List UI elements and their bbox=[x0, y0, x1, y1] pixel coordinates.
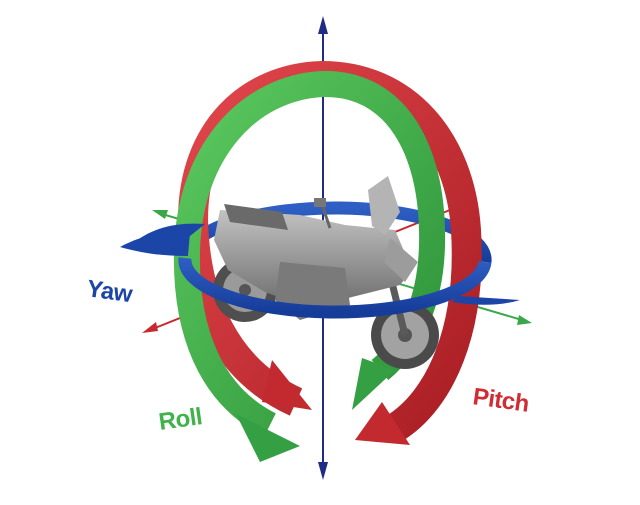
pitch-arrow-head-icon bbox=[355, 402, 410, 445]
roll-axis-arrow-icon bbox=[517, 315, 532, 325]
roll-arrow-head-icon bbox=[352, 358, 395, 410]
axis-up-arrow-icon bbox=[318, 16, 328, 34]
yaw-ring-front bbox=[120, 223, 520, 319]
roll-arrow-head-icon bbox=[236, 414, 300, 462]
roll-ring bbox=[173, 70, 446, 462]
motorcycle-icon bbox=[213, 176, 439, 369]
pitch-label: Pitch bbox=[471, 383, 530, 418]
roll-label: Roll bbox=[157, 403, 204, 436]
yaw-label: Yaw bbox=[85, 275, 134, 308]
yaw-arrow-head-icon bbox=[452, 296, 520, 305]
pitch-axis-arrow-icon bbox=[142, 322, 158, 333]
axis-down-arrow-icon bbox=[318, 462, 328, 480]
pitch-arrow-head-icon bbox=[262, 360, 312, 410]
roll-axis-arrow-icon bbox=[152, 210, 168, 219]
